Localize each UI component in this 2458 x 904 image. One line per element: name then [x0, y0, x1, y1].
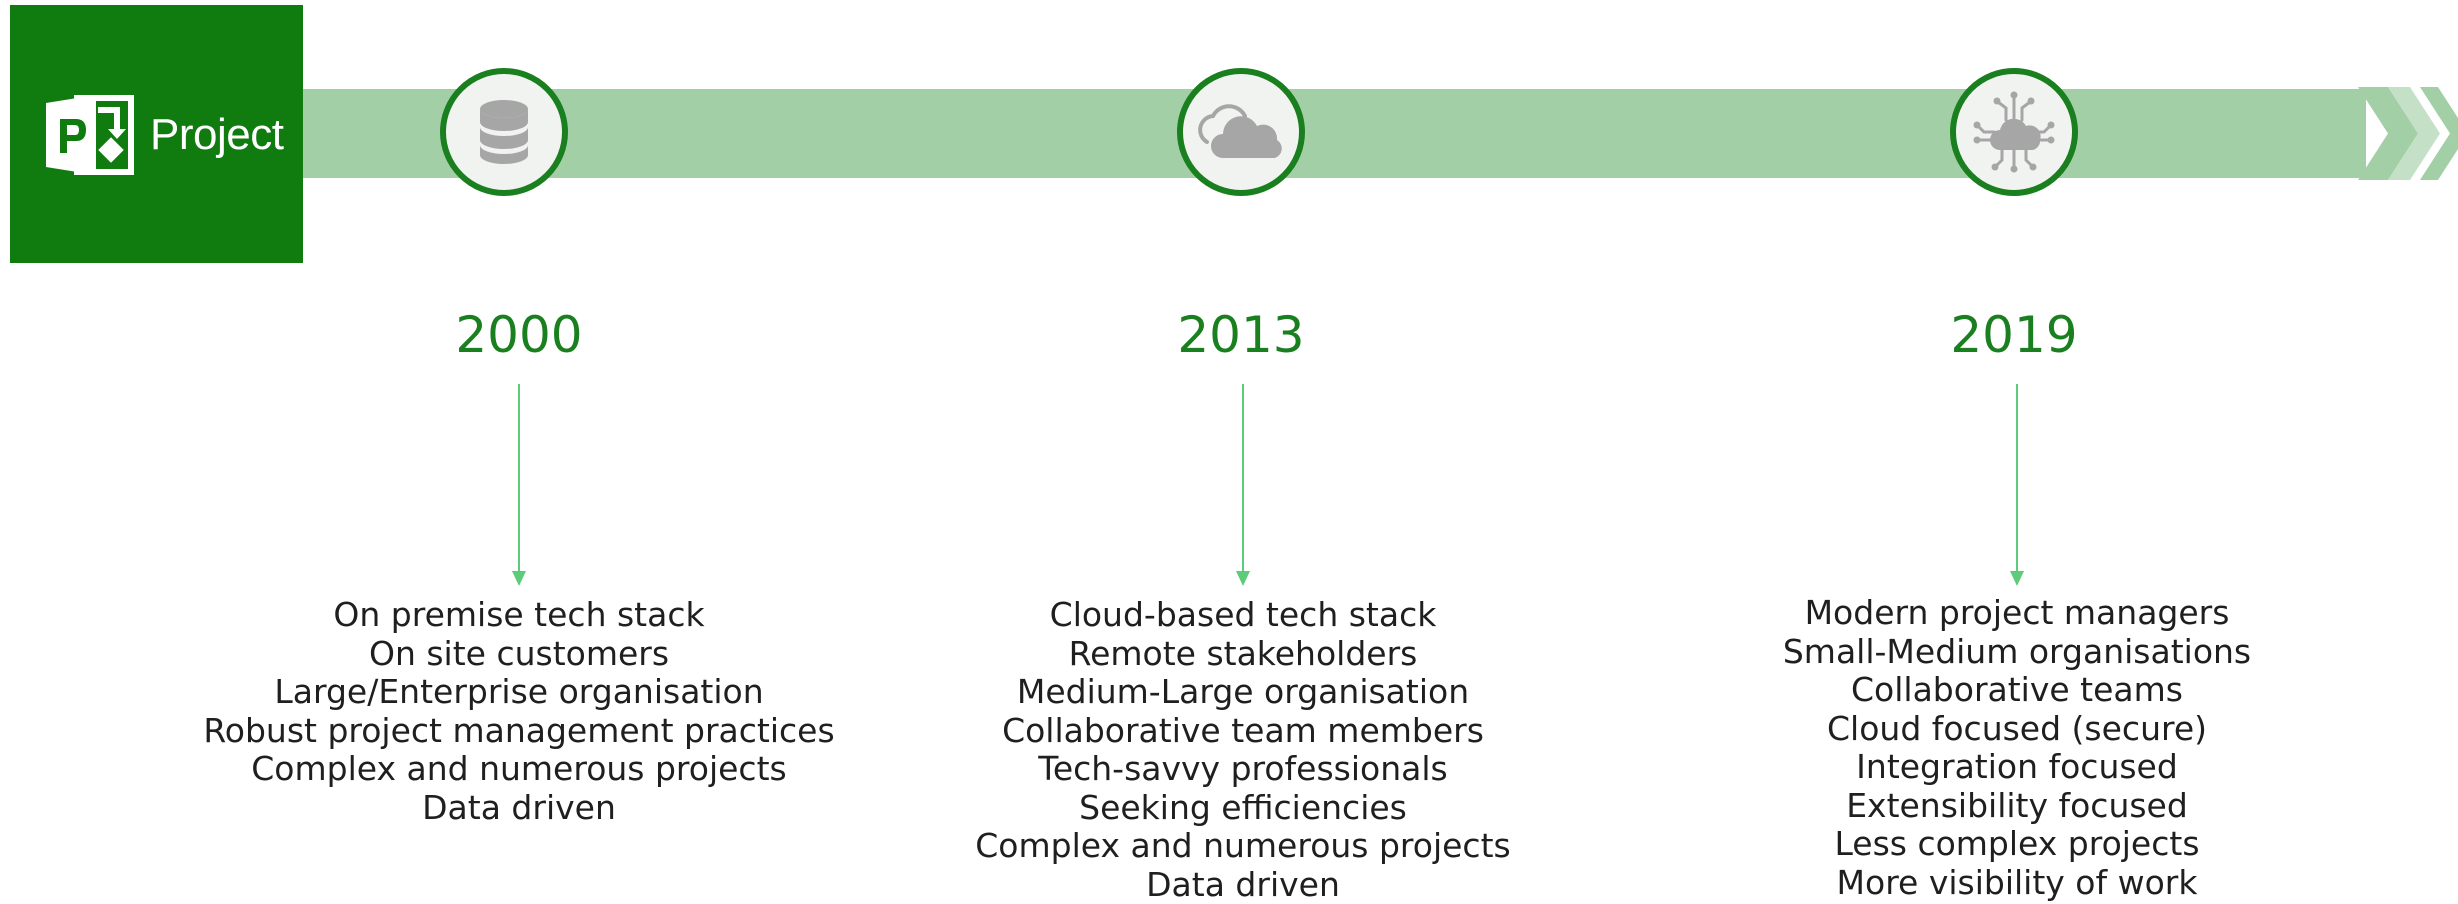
project-logo: Project — [10, 5, 303, 263]
list-item: On site customers — [169, 635, 869, 674]
list-item: Integration focused — [1667, 748, 2367, 787]
list-item: Complex and numerous projects — [169, 750, 869, 789]
list-item: Tech-savvy professionals — [893, 750, 1593, 789]
database-icon — [474, 97, 534, 167]
timeline-chevrons — [2358, 87, 2458, 180]
cloud-icon — [1193, 102, 1289, 162]
list-item: On premise tech stack — [169, 596, 869, 635]
list-2019: Modern project managers Small-Medium org… — [1667, 594, 2367, 902]
list-item: Large/Enterprise organisation — [169, 673, 869, 712]
year-2013: 2013 — [1121, 306, 1361, 364]
arrow-2019 — [2007, 384, 2027, 586]
list-item: Remote stakeholders — [893, 635, 1593, 674]
list-item: Data driven — [169, 789, 869, 828]
year-2019: 2019 — [1894, 306, 2134, 364]
list-item: Less complex projects — [1667, 825, 2367, 864]
list-item: Small-Medium organisations — [1667, 633, 2367, 672]
node-2019 — [1950, 68, 2078, 196]
list-item: Collaborative team members — [893, 712, 1593, 751]
list-item: Collaborative teams — [1667, 671, 2367, 710]
list-item: Robust project management practices — [169, 712, 869, 751]
arrow-2013 — [1233, 384, 1253, 586]
product-name: Project — [150, 110, 283, 160]
list-item: Complex and numerous projects — [893, 827, 1593, 866]
list-item: Extensibility focused — [1667, 787, 2367, 826]
cloud-network-icon — [1970, 88, 2058, 176]
list-item: Medium-Large organisation — [893, 673, 1593, 712]
year-2000: 2000 — [399, 306, 639, 364]
list-item: Seeking efficiencies — [893, 789, 1593, 828]
list-item: Data driven — [893, 866, 1593, 904]
list-2013: Cloud-based tech stack Remote stakeholde… — [893, 596, 1593, 904]
list-item: More visibility of work — [1667, 864, 2367, 903]
node-2013 — [1177, 68, 1305, 196]
list-item: Cloud-based tech stack — [893, 596, 1593, 635]
arrow-2000 — [509, 384, 529, 586]
list-item: Modern project managers — [1667, 594, 2367, 633]
microsoft-project-icon — [46, 85, 142, 185]
list-2000: On premise tech stack On site customers … — [169, 596, 869, 827]
list-item: Cloud focused (secure) — [1667, 710, 2367, 749]
node-2000 — [440, 68, 568, 196]
